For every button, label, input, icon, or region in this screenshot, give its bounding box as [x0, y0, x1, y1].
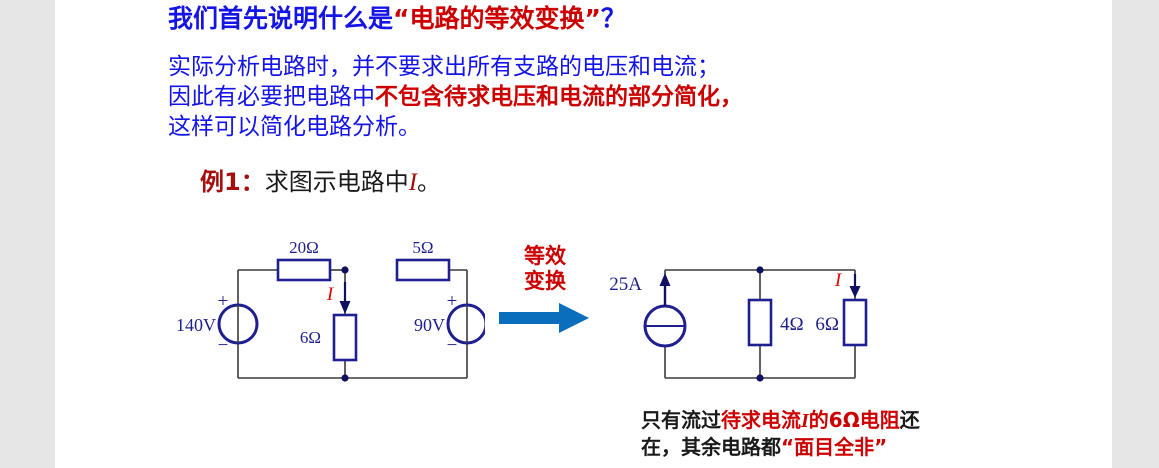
bottom-caption: 只有流过待求电流I的6Ω电阻还 在，其余电路都“面目全非”: [641, 407, 971, 460]
resistor-4ohm-label: 4Ω: [780, 314, 804, 335]
slide-page: 我们首先说明什么是“电路的等效变换”？ 实际分析电路时，并不要求出所有支路的电压…: [55, 0, 1112, 468]
body-line-3: 这样可以简化电路分析。: [168, 114, 421, 140]
voltage-source-90v-minus: −: [447, 335, 458, 356]
title-part-2: “电路的等效变换”: [393, 4, 601, 33]
node-dot-top: [756, 266, 764, 274]
current-source-25a-label: 25A: [610, 274, 642, 295]
resistor-5ohm-label: 5Ω: [412, 238, 433, 257]
transform-label-line-1: 等效: [524, 244, 566, 268]
node-dot-top: [341, 266, 349, 274]
body-line-2: 因此有必要把电路中不包含待求电压和电流的部分简化，: [168, 82, 968, 112]
caption-line-2-b: “面目全非”: [781, 435, 888, 459]
equivalent-circuit-diagram: 25A 4Ω 6Ω I: [610, 248, 910, 398]
voltage-source-140v-minus: −: [218, 335, 229, 356]
transform-label-line-2: 变换: [524, 269, 566, 293]
caption-line-2-a: 在，其余电路都: [641, 435, 781, 459]
caption-line-1: 只有流过待求电流I的6Ω电阻还: [641, 407, 971, 434]
caption-line-1-a: 只有流过: [641, 408, 721, 432]
voltage-source-90v-label: 90V: [414, 315, 445, 335]
transform-annotation: 等效 变换: [495, 244, 595, 344]
resistor-5ohm-symbol: [395, 258, 451, 282]
node-dot-bottom: [341, 374, 349, 382]
node-dot-bottom: [756, 374, 764, 382]
voltage-source-140v-label: 140V: [176, 315, 216, 335]
example-text: 求图示电路中: [264, 168, 409, 196]
body-line-1: 实际分析电路时，并不要求出所有支路的电压和电流；: [168, 54, 720, 80]
body-line-2-normal: 因此有必要把电路中: [168, 84, 375, 110]
original-circuit-diagram: 20Ω 5Ω I 6Ω 140V: [175, 238, 485, 388]
current-arrow-I: [849, 274, 861, 298]
right-arrow-icon: [495, 302, 595, 339]
example-current-symbol: I: [408, 169, 418, 196]
example-tag: 例1：: [200, 168, 265, 196]
resistor-20ohm-symbol: [276, 258, 332, 282]
body-paragraph: 实际分析电路时，并不要求出所有支路的电压和电流； 因此有必要把电路中不包含待求电…: [168, 52, 968, 142]
resistor-6ohm-label: 6Ω: [300, 328, 321, 347]
caption-line-1-b: 待求电流: [721, 408, 801, 432]
current-label-I: I: [326, 284, 335, 305]
voltage-source-140v-plus: +: [218, 291, 229, 312]
caption-line-1-symbol: I: [801, 410, 809, 432]
resistor-6ohm-label: 6Ω: [815, 314, 839, 335]
caption-line-1-c: 的6Ω电阻: [808, 408, 900, 432]
example-line: 例1：求图示电路中I。: [200, 166, 441, 199]
resistor-6ohm-symbol: [842, 298, 868, 347]
title-part-3: ？: [600, 4, 626, 33]
resistor-4ohm-symbol: [747, 298, 773, 347]
current-source-arrow: [659, 273, 671, 306]
title-part-1: 我们首先说明什么是: [168, 4, 394, 33]
caption-line-1-d: 还: [899, 408, 920, 432]
resistor-6ohm-symbol: [332, 313, 358, 362]
example-suffix: 。: [417, 168, 442, 196]
body-line-2-emphasis: 不包含待求电压和电流的部分简化，: [375, 84, 743, 110]
resistor-20ohm-label: 20Ω: [289, 238, 319, 257]
voltage-source-90v-plus: +: [447, 291, 458, 312]
current-label-I: I: [834, 270, 843, 291]
current-arrow-I: [339, 282, 351, 314]
caption-line-2: 在，其余电路都“面目全非”: [641, 434, 971, 460]
slide-title: 我们首先说明什么是“电路的等效变换”？: [168, 3, 626, 35]
